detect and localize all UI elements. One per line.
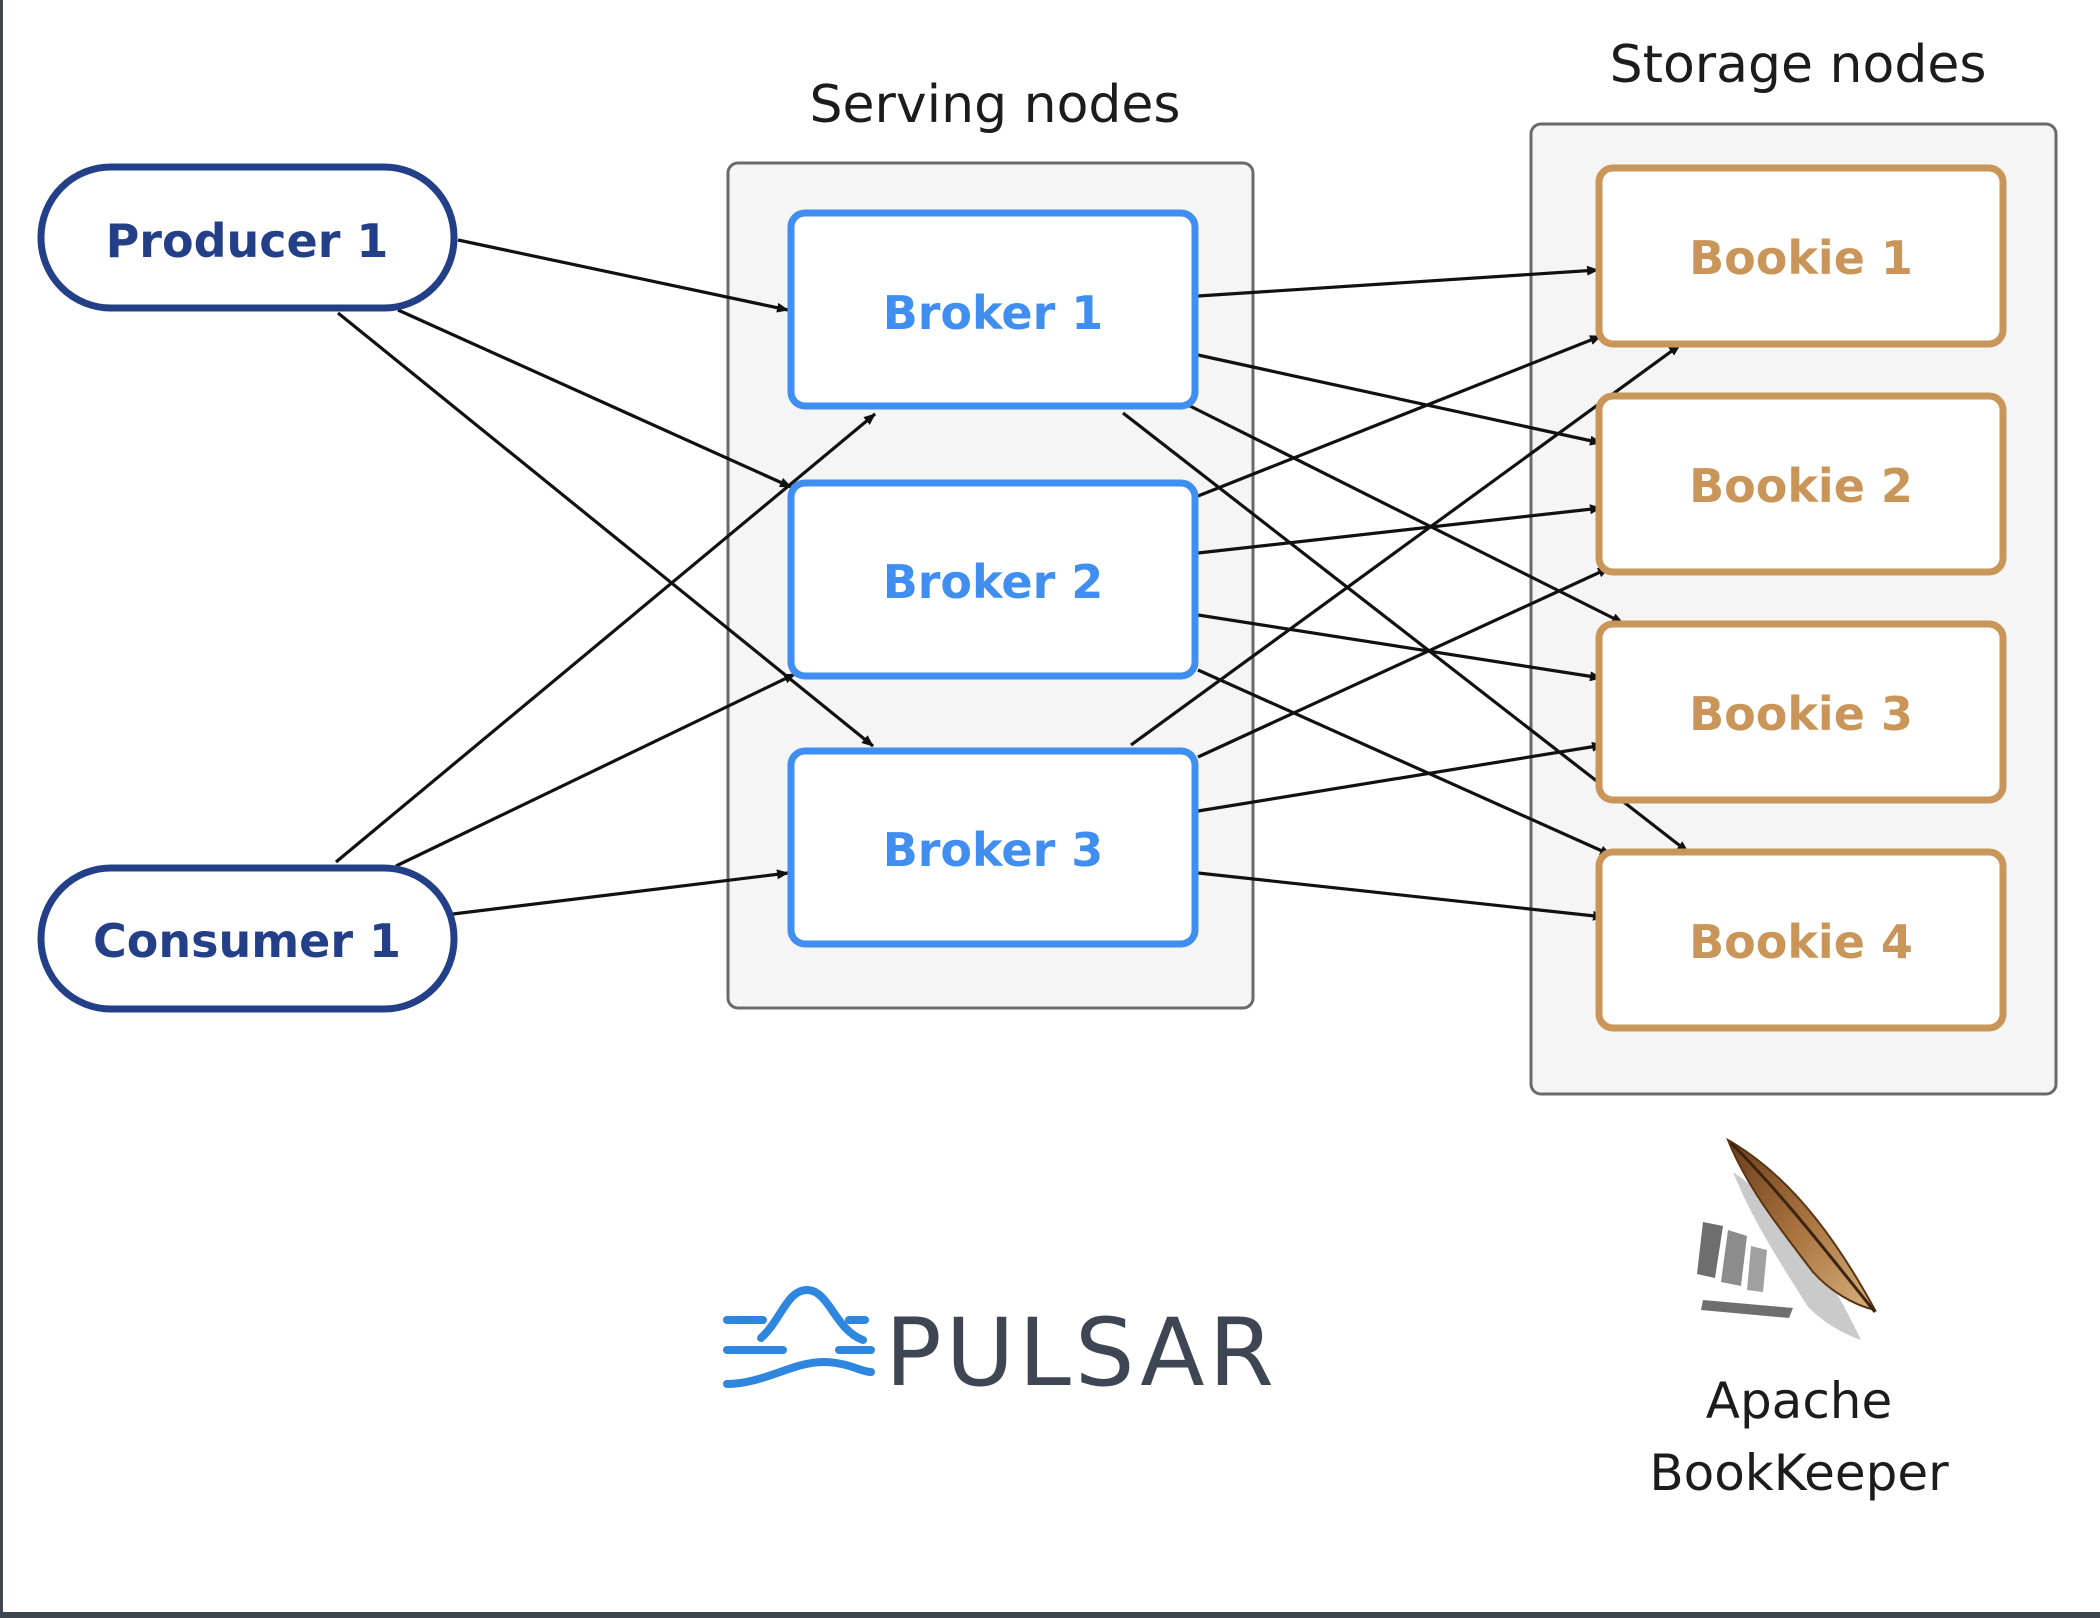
arrow-consumer1-broker3 <box>452 869 789 916</box>
bookie-node-3: Bookie 3 <box>1595 620 2007 804</box>
arrow-broker3-bookie3 <box>1197 741 1604 813</box>
bookie-node-4: Bookie 4 <box>1595 848 2007 1032</box>
arrow-broker2-bookie4 <box>1197 668 1612 857</box>
arrow-broker3-bookie2 <box>1197 566 1610 759</box>
arrow-broker3-bookie1 <box>1130 343 1681 747</box>
architecture-diagram: Serving nodes Storage nodes <box>37 35 2058 1502</box>
pulsar-wave-icon <box>723 1286 875 1388</box>
arrow-producer1-broker1 <box>457 238 789 313</box>
pulsar-logo: PULSAR <box>723 1286 1278 1408</box>
serving-nodes-title: Serving nodes <box>810 75 1181 135</box>
bookkeeper-feather-icon <box>1697 1137 1877 1340</box>
arrow-broker2-bookie3 <box>1197 613 1602 682</box>
arrow-broker2-bookie2 <box>1197 504 1602 555</box>
broker-node-1: Broker 1 <box>787 209 1199 410</box>
broker-node-2: Broker 2 <box>787 479 1199 680</box>
arrow-broker1-bookie3 <box>1187 403 1624 625</box>
bookie-label-3: Bookie 3 <box>1689 687 1913 741</box>
arrow-broker1-bookie4 <box>1122 411 1689 854</box>
connection-arrows <box>334 238 1689 921</box>
consumer-label: Consumer 1 <box>93 914 401 968</box>
pulsar-wordmark: PULSAR <box>885 1299 1278 1408</box>
broker-label-1: Broker 1 <box>883 286 1104 340</box>
arrow-consumer1-broker1 <box>334 412 877 864</box>
producer-label: Producer 1 <box>106 214 389 268</box>
bookkeeper-logo: Apache BookKeeper <box>1649 1137 1949 1502</box>
arrow-broker1-bookie2 <box>1197 353 1602 446</box>
arrow-broker1-bookie1 <box>1197 265 1599 298</box>
bookie-node-2: Bookie 2 <box>1595 392 2007 576</box>
arrow-broker2-bookie1 <box>1197 334 1602 498</box>
bookie-label-2: Bookie 2 <box>1689 459 1913 513</box>
bookkeeper-caption-line2: BookKeeper <box>1649 1444 1949 1502</box>
consumer-node: Consumer 1 <box>37 864 458 1013</box>
bookie-label-1: Bookie 1 <box>1689 231 1913 285</box>
broker-node-3: Broker 3 <box>787 747 1199 948</box>
bookkeeper-caption-line1: Apache <box>1706 1372 1893 1430</box>
arrow-producer1-broker2 <box>397 308 792 489</box>
broker-label-2: Broker 2 <box>883 555 1104 609</box>
broker-label-3: Broker 3 <box>883 823 1104 877</box>
arrow-broker3-bookie4 <box>1197 871 1605 921</box>
arrow-consumer1-broker2 <box>395 672 796 868</box>
bookie-node-1: Bookie 1 <box>1595 164 2007 348</box>
storage-nodes-title: Storage nodes <box>1610 35 1987 95</box>
producer-node: Producer 1 <box>37 163 458 312</box>
bookie-label-4: Bookie 4 <box>1689 915 1913 969</box>
